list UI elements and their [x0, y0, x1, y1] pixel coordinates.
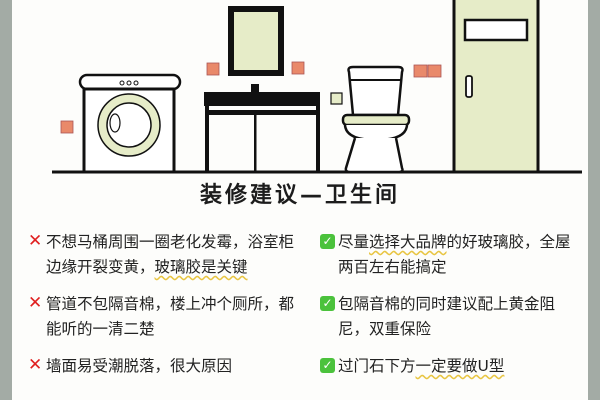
wall-tile-icon — [330, 92, 343, 105]
cross-mark-icon: ✕ — [28, 355, 43, 375]
tip-highlight: 一定要做U型 — [415, 357, 505, 375]
wall-tile-icon — [413, 64, 428, 78]
vanity-cabinet-icon — [204, 84, 320, 172]
check-mark-icon: ✓ — [320, 234, 335, 249]
tip-text: 尽量 — [338, 233, 370, 251]
do-tips-column: ✓ 尽量选择大品牌的好玻璃胶，全屋两百左右能搞定 ✓ 包隔音棉的同时建议配上黄金… — [320, 230, 580, 391]
tip-text: 包隔音棉的同时建议配上黄金阻尼，双重保险 — [338, 295, 556, 338]
do-tip: ✓ 尽量选择大品牌的好玻璃胶，全屋两百左右能搞定 — [320, 230, 580, 280]
right-border-strip — [588, 0, 600, 400]
do-tip: ✓ 过门石下方一定要做U型 — [320, 354, 580, 379]
left-border-strip — [0, 0, 12, 400]
tip-text-cont: 的好玻璃胶，全屋两百左右能搞定 — [338, 233, 571, 276]
mirror-icon — [228, 6, 284, 76]
do-tip: ✓ 包隔音棉的同时建议配上黄金阻尼，双重保险 — [320, 292, 580, 342]
dont-tip: ✕ 不想马桶周围一圈老化发霉，浴室柜边缘开裂变黄，玻璃胶是关键 — [28, 230, 298, 280]
wall-tile-icon — [60, 120, 74, 134]
tip-text: 不想马桶周围一圈老化发霉，浴室柜边缘开裂变黄， — [46, 233, 295, 276]
dont-tip: ✕ 墙面易受潮脱落，很大原因 — [28, 354, 298, 379]
door-icon — [452, 0, 540, 174]
wall-tile-icon — [206, 62, 220, 76]
toilet-icon — [341, 65, 411, 174]
bathroom-illustration — [52, 0, 582, 174]
check-mark-icon: ✓ — [320, 296, 335, 311]
dont-tip: ✕ 管道不包隔音棉，楼上冲个厕所，都能听的一清二楚 — [28, 292, 298, 342]
washing-machine-icon — [78, 73, 182, 174]
tip-highlight: 玻璃胶是关键 — [154, 258, 248, 276]
cross-mark-icon: ✕ — [28, 231, 43, 251]
dont-tips-column: ✕ 不想马桶周围一圈老化发霉，浴室柜边缘开裂变黄，玻璃胶是关键 ✕ 管道不包隔音… — [28, 230, 298, 391]
check-mark-icon: ✓ — [320, 358, 335, 373]
cross-mark-icon: ✕ — [28, 293, 43, 313]
tip-highlight: 选择大品牌 — [369, 233, 447, 251]
wall-tile-icon — [427, 64, 442, 78]
tip-text: 墙面易受潮脱落，很大原因 — [46, 357, 233, 375]
tip-text: 过门石下方 — [338, 357, 416, 375]
poster-title: 装修建议—卫生间 — [199, 183, 400, 208]
wall-tile-icon — [291, 61, 305, 75]
tip-text: 管道不包隔音棉，楼上冲个厕所，都能听的一清二楚 — [46, 295, 295, 338]
